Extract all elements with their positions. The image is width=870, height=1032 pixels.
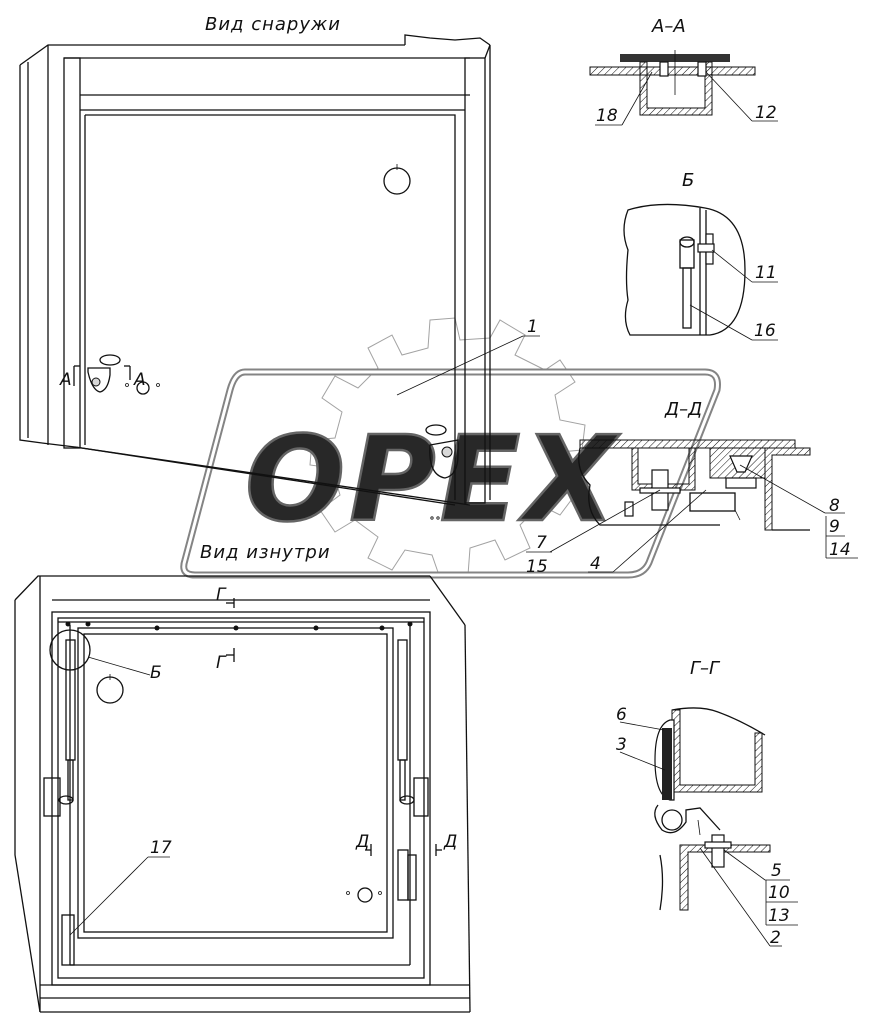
watermark-text: OPEX bbox=[245, 410, 620, 548]
callout-10-label: 10 bbox=[768, 883, 790, 903]
callout-12-label: 12 bbox=[755, 103, 777, 123]
outside-view bbox=[19, 34, 491, 520]
callout-2-label: 2 bbox=[770, 928, 781, 948]
callout-16-label: 16 bbox=[754, 321, 776, 341]
callout-18-label: 18 bbox=[596, 106, 618, 126]
mark-d-left: Д bbox=[355, 832, 369, 852]
mark-a-left: А bbox=[59, 370, 72, 390]
mark-d-right: Д bbox=[443, 832, 457, 852]
inside-view: Б bbox=[14, 575, 471, 1013]
callout-15-label: 15 bbox=[526, 557, 548, 577]
mark-g-top: Г bbox=[216, 585, 227, 605]
callout-9-label: 9 bbox=[829, 517, 840, 537]
section-mark-g: Г Г bbox=[216, 585, 235, 673]
section-mark-a-right: А bbox=[124, 365, 146, 390]
callout-11-label: 11 bbox=[755, 263, 777, 283]
section-b-title: Б bbox=[682, 170, 694, 191]
callout-14-label: 14 bbox=[829, 540, 851, 560]
callout-17-label: 17 bbox=[150, 838, 172, 858]
section-aa: 18 12 bbox=[589, 50, 778, 126]
inside-view-title: Вид изнутри bbox=[200, 542, 331, 563]
callout-3-label: 3 bbox=[616, 735, 627, 755]
section-mark-d: Д Д bbox=[355, 832, 457, 856]
mark-a-right: А bbox=[133, 370, 146, 390]
mark-g-bottom: Г bbox=[216, 653, 227, 673]
callout-6-label: 6 bbox=[616, 705, 627, 725]
section-dd: 8 9 14 7 15 4 bbox=[526, 439, 858, 577]
callout-1: 1 bbox=[396, 317, 540, 396]
section-aa-title: А–А bbox=[651, 16, 686, 37]
section-b-detail: 11 16 bbox=[623, 203, 778, 341]
section-gg-title: Г–Г bbox=[690, 658, 721, 679]
outside-view-title: Вид снаружи bbox=[205, 14, 341, 35]
watermark-logo: OPEX bbox=[180, 317, 721, 579]
callout-5-label: 5 bbox=[771, 861, 782, 881]
section-gg: 6 3 5 10 13 2 bbox=[616, 705, 798, 948]
callout-8-label: 8 bbox=[829, 496, 840, 516]
mark-b-callout: Б bbox=[150, 663, 162, 683]
callout-1-label: 1 bbox=[527, 317, 538, 337]
callout-13-label: 13 bbox=[768, 906, 790, 926]
callout-4-label: 4 bbox=[590, 554, 601, 574]
section-mark-a-left: А bbox=[59, 365, 80, 390]
callout-7-label: 7 bbox=[536, 533, 547, 553]
section-dd-title: Д–Д bbox=[664, 399, 702, 420]
callout-17: 17 bbox=[69, 838, 172, 936]
